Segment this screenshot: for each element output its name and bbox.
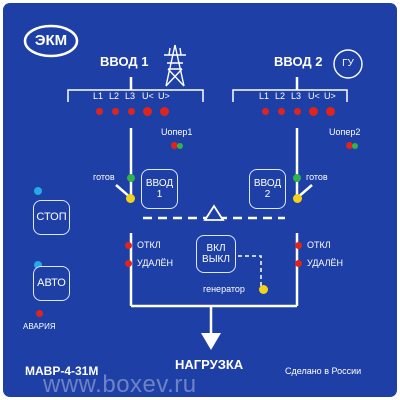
made-in-label: Сделано в России: [285, 366, 362, 376]
generator-label: генератор: [203, 284, 245, 294]
ready-2-label: готов: [306, 172, 328, 182]
led-auto: [34, 261, 42, 269]
led-remote-2: [295, 260, 302, 267]
led-ready-1: [127, 174, 135, 182]
stop-button[interactable]: СТОП: [33, 200, 70, 235]
led-l2-input1: [112, 108, 119, 115]
phase-label-u-low: U<: [142, 91, 154, 101]
led-l1-input1: [96, 108, 103, 115]
led-uoper-1: [171, 142, 178, 149]
uoper-1-label: Uопер1: [161, 127, 193, 137]
remote-2-label: УДАЛЁН: [307, 258, 344, 268]
uoper-2-label: Uопер2: [329, 127, 361, 137]
led-u-low-input1: [143, 107, 152, 116]
phase-label-l2: L2: [275, 91, 286, 101]
generator-on-off-button[interactable]: ВКЛ ВЫКЛ: [196, 235, 236, 273]
led-stop: [34, 187, 42, 195]
interlock-triangle-icon: [203, 204, 225, 221]
phase-label-l3: L3: [125, 91, 136, 101]
phase-label-l2: L2: [109, 91, 120, 101]
generator-icon-label: ГУ: [342, 58, 354, 69]
phase-label-l3: L3: [291, 91, 302, 101]
led-l2-input2: [278, 108, 285, 115]
led-remote-1: [125, 260, 132, 267]
led-off-2: [295, 242, 302, 249]
generator-icon: [333, 49, 363, 79]
phase-label-u-high: U>: [158, 91, 170, 101]
off-2-label: ОТКЛ: [307, 240, 331, 250]
load-label: НАГРУЗКА: [175, 357, 244, 372]
led-switch-1: [126, 194, 135, 203]
phase-label-u-high: U>: [324, 91, 336, 101]
led-l3-input1: [128, 108, 135, 115]
led-off-1: [125, 242, 132, 249]
phase-label-u-low: U<: [308, 91, 320, 101]
alarm-label: АВАРИЯ: [23, 322, 56, 331]
off-1-label: ОТКЛ: [137, 240, 161, 250]
watermark: www.boxev.ru: [43, 371, 197, 397]
led-uoper-1-green: [177, 143, 183, 149]
led-uoper-2-green: [352, 143, 358, 149]
wiring-diagram: [23, 24, 363, 350]
led-u-high-input2: [326, 107, 335, 116]
remote-1-label: УДАЛЁН: [137, 258, 174, 268]
led-switch-2: [293, 194, 302, 203]
led-alarm: [36, 310, 43, 317]
ready-1-label: готов: [93, 172, 115, 182]
generator-on-label: ВКЛ: [206, 242, 226, 254]
logo-oval: [23, 24, 79, 58]
power-tower-icon: [164, 44, 186, 87]
generator-off-label: ВЫКЛ: [202, 254, 230, 265]
phase-label-l1: L1: [259, 91, 270, 101]
logo: ЭКМ: [34, 32, 68, 49]
input-2-title: ВВОД 2: [274, 54, 323, 69]
load-arrow-icon: [201, 333, 221, 350]
led-u-low-input2: [309, 107, 318, 116]
led-generator: [259, 285, 268, 294]
control-panel: ЭКМ ГУ ВВОД 1 ВВОД 2 L1 L2 L3 U< U> L1 L…: [3, 3, 397, 397]
led-uoper-2: [346, 142, 353, 149]
input-2-button[interactable]: ВВОД 2: [249, 169, 286, 209]
input-1-button[interactable]: ВВОД 1: [141, 169, 178, 209]
phase-label-l1: L1: [93, 91, 104, 101]
led-ready-2: [293, 174, 301, 182]
led-l3-input2: [294, 108, 301, 115]
input-1-title: ВВОД 1: [100, 54, 149, 69]
led-u-high-input1: [160, 107, 169, 116]
auto-button[interactable]: АВТО: [33, 266, 70, 301]
led-l1-input2: [262, 108, 269, 115]
model-label: МАВР-4-31М: [25, 364, 99, 378]
